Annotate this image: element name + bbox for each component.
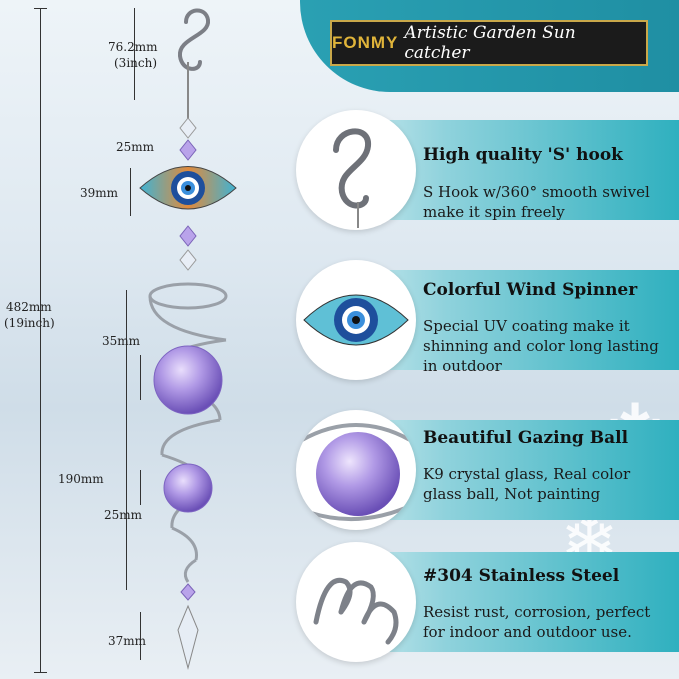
- ball-length-line: [140, 355, 141, 400]
- total-dimension: 482mm: [6, 300, 52, 314]
- drop-dimension: 37mm: [108, 634, 147, 648]
- crystal-bead: [179, 225, 197, 247]
- feature-desc-spinner: Special UV coating make it shinning and …: [423, 317, 659, 375]
- crystal-bead: [180, 583, 196, 601]
- steel-spiral: [148, 282, 228, 583]
- feature-heading-ball: Beautiful Gazing Ball: [423, 428, 629, 448]
- small-ball-dimension: 25mm: [104, 508, 143, 522]
- steel-spiral-icon: [313, 578, 399, 645]
- feature-heading-steel: #304 Stainless Steel: [423, 566, 620, 586]
- crystal-bead: [179, 139, 197, 161]
- crystal-ball-icon: [301, 423, 411, 522]
- evil-eye-icon: [303, 294, 409, 346]
- total-length-line: [40, 8, 41, 673]
- ball-dimension: 35mm: [102, 334, 141, 348]
- crystal-drop: [177, 604, 199, 670]
- product-title: Artistic Garden Sun catcher: [404, 23, 576, 63]
- hook-length-line: [134, 8, 135, 100]
- feature-image-steel: [296, 542, 416, 662]
- small-ball-line: [140, 470, 141, 505]
- hook-dimension-inch: (3inch): [114, 56, 158, 70]
- feature-image-spinner: [296, 260, 416, 380]
- spiral-dimension: 190mm: [58, 472, 104, 486]
- feature-heading-hook: High quality 'S' hook: [423, 145, 623, 165]
- crystal-bead: [179, 249, 197, 271]
- title-box: FONMY Artistic Garden Sun catcher: [330, 20, 648, 66]
- crystal-ball-large: [153, 345, 223, 415]
- crystal-ball-small: [163, 463, 213, 513]
- total-dimension-inch: (19inch): [4, 316, 55, 330]
- sun-catcher-illustration: [139, 8, 237, 670]
- feature-desc-ball: K9 crystal glass, Real color glass ball,…: [423, 465, 631, 503]
- s-hook-icon: [333, 128, 371, 228]
- s-hook: [178, 8, 210, 71]
- eye-length-line: [130, 168, 131, 216]
- spiral-length-line: [126, 290, 127, 590]
- drop-length-line: [140, 612, 141, 660]
- feature-desc-hook: S Hook w/360° smooth swivel make it spin…: [423, 183, 650, 221]
- evil-eye-spinner: [139, 166, 237, 210]
- feature-image-hook: [296, 110, 416, 230]
- crystal-bead: [179, 117, 197, 139]
- feature-image-ball: [296, 410, 416, 530]
- total-length-tick: [34, 8, 47, 9]
- feature-desc-steel: Resist rust, corrosion, perfect for indo…: [423, 603, 651, 641]
- brand-name: FONMY: [332, 33, 399, 52]
- eye-dimension: 39mm: [80, 186, 119, 200]
- hook-dimension: 76.2mm: [108, 40, 158, 54]
- feature-heading-spinner: Colorful Wind Spinner: [423, 280, 638, 300]
- connector-dimension: 25mm: [116, 140, 155, 154]
- total-length-tick: [34, 672, 47, 673]
